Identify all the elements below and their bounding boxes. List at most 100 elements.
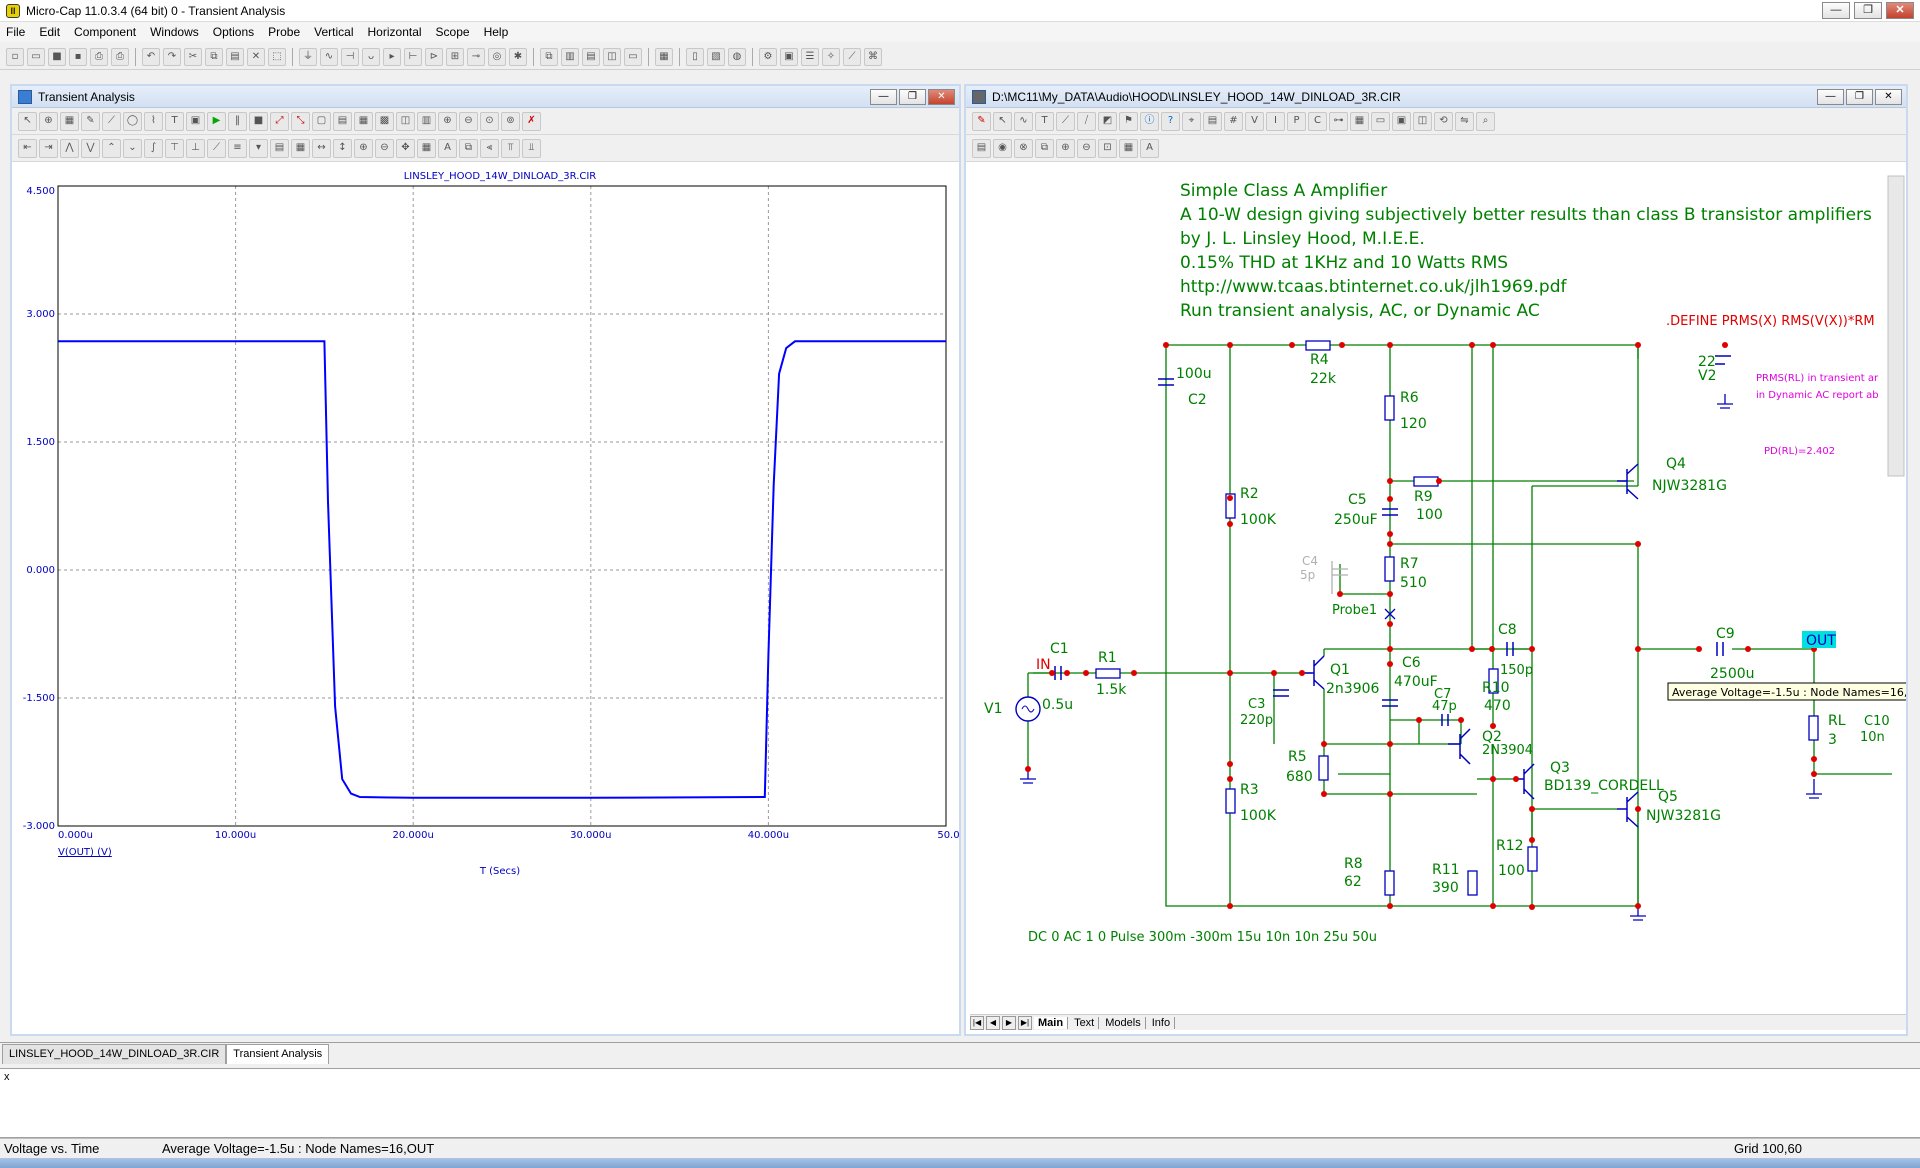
- transient-close-button[interactable]: ✕: [928, 89, 955, 105]
- transient-minimize-button[interactable]: —: [870, 89, 897, 105]
- flip-icon[interactable]: ⇋: [1455, 111, 1474, 131]
- grid-icon[interactable]: ▦: [354, 111, 373, 131]
- bus-mode-icon[interactable]: ⧸: [1077, 111, 1096, 131]
- r7-resistor[interactable]: [1384, 556, 1395, 582]
- node-numbers-icon[interactable]: #: [1224, 111, 1243, 131]
- scale-mode-icon[interactable]: ⊕: [39, 111, 58, 131]
- minimize-button[interactable]: —: [1822, 2, 1850, 19]
- cursor-low-icon[interactable]: ⌄: [123, 138, 142, 158]
- vertical-tag-icon[interactable]: ↕: [333, 138, 352, 158]
- font-icon[interactable]: A: [1140, 138, 1159, 158]
- inductor-icon[interactable]: ᴗ: [362, 47, 380, 66]
- analysis-limits-icon[interactable]: ☰: [801, 47, 819, 66]
- open-file-icon[interactable]: ▭: [27, 47, 45, 66]
- tools-icon[interactable]: ✧: [822, 47, 840, 66]
- cursor-peak-icon[interactable]: ⋀: [60, 138, 79, 158]
- conditions-icon[interactable]: C: [1308, 111, 1327, 131]
- schematic-vscroll[interactable]: [1887, 175, 1905, 477]
- data-points-icon[interactable]: ▦: [291, 138, 310, 158]
- minor-grid-icon[interactable]: ▩: [375, 111, 394, 131]
- border-icon[interactable]: ▭: [1371, 111, 1390, 131]
- view-icon[interactable]: ▤: [333, 111, 352, 131]
- q4-transistor[interactable]: [1617, 463, 1639, 500]
- cursor-right-icon[interactable]: ⇥: [39, 138, 58, 158]
- r6-resistor[interactable]: [1384, 395, 1395, 421]
- schematic-close-button[interactable]: ✕: [1875, 89, 1902, 105]
- c6-capacitor[interactable]: [1382, 699, 1398, 707]
- restore-button[interactable]: ❐: [1854, 2, 1882, 19]
- power-icon[interactable]: P: [1287, 111, 1306, 131]
- point-to-end-icon[interactable]: ⌖: [1182, 111, 1201, 131]
- c7-capacitor[interactable]: [1441, 714, 1449, 726]
- flag-icon[interactable]: ⚑: [1119, 111, 1138, 131]
- probe-icon[interactable]: [1384, 608, 1396, 620]
- properties-icon[interactable]: ▯: [686, 47, 704, 66]
- output-close-icon[interactable]: x: [4, 1071, 10, 1083]
- r1-resistor[interactable]: [1095, 668, 1121, 679]
- battery-icon[interactable]: ⊢: [404, 47, 422, 66]
- capacitor-icon[interactable]: ⊣: [341, 47, 359, 66]
- attribute-icon[interactable]: ▤: [1203, 111, 1222, 131]
- menu-horizontal[interactable]: Horizontal: [367, 25, 422, 39]
- cursor-inflection-icon[interactable]: ∫: [144, 138, 163, 158]
- ground-icon[interactable]: ⏚: [299, 47, 317, 66]
- menu-options[interactable]: Options: [212, 25, 255, 39]
- schematic-canvas[interactable]: Simple Class A Amplifier A 10-W design g…: [966, 162, 1906, 980]
- globe-icon[interactable]: ◍: [728, 47, 746, 66]
- copy-icon[interactable]: ⧉: [205, 47, 223, 66]
- doc-tab-transient[interactable]: Transient Analysis: [226, 1044, 330, 1064]
- menu-vertical[interactable]: Vertical: [314, 25, 354, 39]
- scope-icon[interactable]: ⌘: [864, 47, 882, 66]
- save-all-icon[interactable]: ▪: [69, 47, 87, 66]
- wire-mode-icon[interactable]: ∿: [1014, 111, 1033, 131]
- c2-capacitor[interactable]: [1158, 378, 1174, 386]
- menu-probe[interactable]: Probe: [268, 25, 301, 39]
- close-button[interactable]: ✕: [1886, 2, 1914, 19]
- cursor-global-high-icon[interactable]: ⊤: [165, 138, 184, 158]
- diagonal-wire-icon[interactable]: ⟋: [1056, 111, 1075, 131]
- tab-main[interactable]: Main: [1034, 1016, 1069, 1029]
- menu-help[interactable]: Help: [483, 25, 509, 39]
- cursor-high-icon[interactable]: ⌃: [102, 138, 121, 158]
- select-all-icon[interactable]: ⬚: [268, 47, 286, 66]
- cut-icon[interactable]: ✂: [184, 47, 202, 66]
- zoom-out-icon[interactable]: ⊖: [1077, 138, 1096, 158]
- source-icon[interactable]: ◎: [488, 47, 506, 66]
- schematic-minimize-button[interactable]: —: [1817, 89, 1844, 105]
- tile-vertical-icon[interactable]: ▥: [561, 47, 579, 66]
- r4-resistor[interactable]: [1305, 340, 1331, 351]
- line-mode-icon[interactable]: ⟋: [102, 111, 121, 131]
- table-icon[interactable]: ▤: [270, 138, 289, 158]
- q1-transistor[interactable]: [1302, 655, 1325, 690]
- restore-limits-icon[interactable]: ▢: [312, 111, 331, 131]
- cascade-icon[interactable]: ⧉: [540, 47, 558, 66]
- r12-resistor[interactable]: [1527, 846, 1538, 872]
- pin-connections-icon[interactable]: ⊶: [1329, 111, 1348, 131]
- node-icon[interactable]: ✱: [509, 47, 527, 66]
- zoom-fit-icon[interactable]: ⊚: [501, 111, 520, 131]
- find-icon[interactable]: ⌕: [1476, 111, 1495, 131]
- animate-icon[interactable]: ◉: [993, 138, 1012, 158]
- redo-icon[interactable]: ↷: [163, 47, 181, 66]
- copy-plot-icon[interactable]: ⧉: [459, 138, 478, 158]
- menu-scope[interactable]: Scope: [435, 25, 470, 39]
- cursor-value-icon[interactable]: ≡: [228, 138, 247, 158]
- rl-resistor[interactable]: [1808, 715, 1819, 741]
- menu-component[interactable]: Component: [74, 25, 137, 39]
- title-block-icon[interactable]: ▣: [1392, 111, 1411, 131]
- undo-icon[interactable]: ↶: [142, 47, 160, 66]
- auto-scale-icon[interactable]: ⤡: [291, 111, 310, 131]
- maximize-icon[interactable]: ▭: [624, 47, 642, 66]
- cursor-menu-icon[interactable]: ▾: [249, 138, 268, 158]
- diode-icon[interactable]: ▸: [383, 47, 401, 66]
- info-icon[interactable]: ⓘ: [1140, 111, 1159, 131]
- font-icon[interactable]: A: [438, 138, 457, 158]
- graph-by-icon[interactable]: ▦: [60, 111, 79, 131]
- resistor-icon[interactable]: ∿: [320, 47, 338, 66]
- preferences-icon[interactable]: ▣: [780, 47, 798, 66]
- tile-horizontal-icon[interactable]: ▤: [582, 47, 600, 66]
- r2-resistor[interactable]: [1225, 493, 1236, 519]
- show-all-icon[interactable]: ◫: [1413, 111, 1432, 131]
- c3-capacitor[interactable]: [1273, 689, 1289, 697]
- scale-icon[interactable]: ⤢: [270, 111, 289, 131]
